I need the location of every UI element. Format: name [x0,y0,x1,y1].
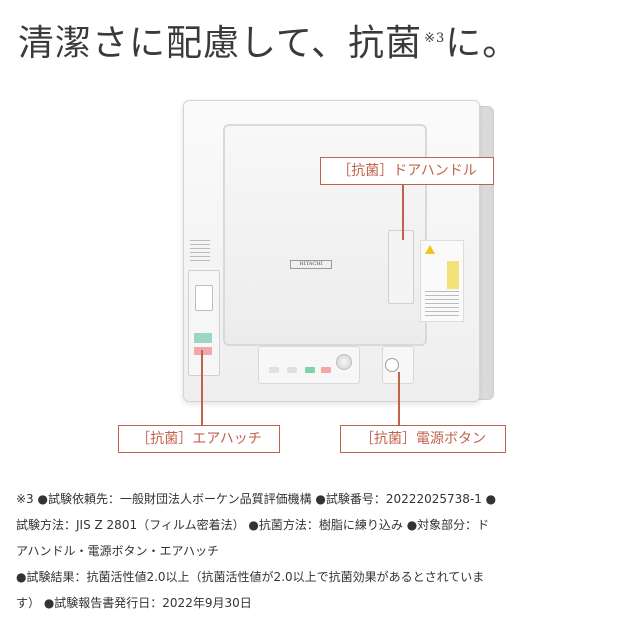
footnote-line: ●試験結果：抗菌活性値2.0以上（抗菌活性値が2.0以上で抗菌効果があるとされて… [16,570,485,584]
warning-stripe [447,261,459,289]
callout-line-air-hatch [201,350,203,427]
headline-text: 清潔さに配慮して、抗菌 [18,23,423,64]
headline-suffix: に。 [445,23,520,64]
panel-button-green [305,367,315,373]
side-label [190,240,210,264]
footnote: ※3 ●試験依頼先：一般財団法人ボーケン品質評価機構 ●試験番号：2022202… [16,486,622,616]
panel-button-pink [321,367,331,373]
air-hatch-knob [195,285,213,311]
warning-label [420,240,464,322]
footnote-line: アハンドル・電源ボタン・エアハッチ [16,544,220,558]
callout-door-handle: ［抗菌］ドアハンドル [320,157,494,185]
warning-text-lines [425,291,459,317]
footnote-line: ※3 ●試験依頼先：一般財団法人ボーケン品質評価機構 ●試験番号：2022202… [16,492,497,506]
callout-air-hatch: ［抗菌］エアハッチ [118,425,280,453]
power-button [385,358,399,372]
headline-note-mark: ※3 [424,31,446,46]
panel-button [287,367,297,373]
callout-line-power-button [398,372,400,427]
panel-button [269,367,279,373]
brand-plate: HITACHI [290,260,332,269]
timer-dial [336,354,352,370]
air-hatch [188,270,220,376]
warning-triangle-icon [425,245,435,254]
callout-line-door-handle [402,184,404,240]
door-handle [388,230,414,304]
footnote-line: す） ●試験報告書発行日：2022年9月30日 [16,596,252,610]
callout-power-button: ［抗菌］電源ボタン [340,425,506,453]
air-hatch-tag-pink [194,347,212,355]
air-hatch-tag-green [194,333,212,343]
footnote-line: 試験方法：JIS Z 2801（フィルム密着法） ●抗菌方法：樹脂に練り込み ●… [16,518,490,532]
headline: 清潔さに配慮して、抗菌※3に。 [18,14,519,66]
product-image: HITACHI ［抗菌］ドアハンドル ［抗菌］エアハッチ ［抗菌］電源ボタン [0,80,640,470]
